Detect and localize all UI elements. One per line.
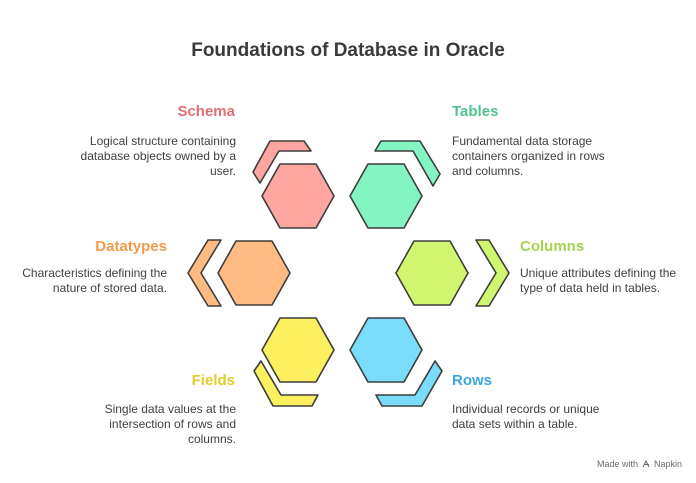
- tables-node: [349, 140, 441, 229]
- rows-hexagon: [349, 317, 423, 383]
- napkin-logo-icon: [642, 459, 650, 468]
- desc-line: type of data held in tables.: [520, 281, 661, 295]
- schema-node: [252, 140, 335, 229]
- fields-description: Single data values at the intersection o…: [76, 402, 236, 447]
- desc-line: Single data values at the: [104, 402, 236, 416]
- desc-line: columns.: [187, 432, 236, 446]
- rows-chevron: [375, 360, 443, 407]
- rows-description: Individual records or unique data sets w…: [452, 402, 632, 432]
- schema-label: Schema: [177, 103, 235, 120]
- page-title: Foundations of Database in Oracle: [191, 40, 505, 61]
- napkin-brand: Napkin: [653, 459, 682, 469]
- desc-line: data sets within a table.: [452, 417, 578, 431]
- tables-description: Fundamental data storage containers orga…: [452, 134, 632, 179]
- desc-line: Logical structure containing: [89, 134, 236, 148]
- tables-chevron: [374, 140, 441, 187]
- schema-chevron: [252, 140, 312, 184]
- columns-hexagon: [395, 240, 469, 306]
- columns-node: [395, 239, 510, 307]
- made-with-footer[interactable]: Made with Napkin: [597, 459, 682, 469]
- rows-node: [349, 317, 443, 407]
- made-with-text: Made with: [596, 459, 638, 469]
- datatypes-hexagon: [217, 240, 291, 306]
- fields-label: Fields: [191, 372, 235, 389]
- desc-line: and columns.: [452, 164, 524, 178]
- columns-label: Columns: [520, 238, 585, 255]
- tables-label: Tables: [452, 103, 499, 120]
- fields-node: [253, 317, 335, 407]
- desc-line: containers organized in rows: [452, 149, 605, 163]
- columns-chevron: [475, 239, 510, 307]
- tables-hexagon: [349, 163, 423, 229]
- desc-line: Individual records or unique: [452, 402, 600, 416]
- schema-description: Logical structure containing database ob…: [76, 134, 236, 179]
- schema-hexagon: [261, 163, 335, 229]
- fields-hexagon: [261, 317, 335, 383]
- desc-line: Fundamental data storage: [452, 134, 593, 148]
- datatypes-description: Characteristics defining the nature of s…: [7, 266, 167, 296]
- datatypes-label: Datatypes: [95, 238, 167, 255]
- desc-line: nature of stored data.: [52, 281, 167, 295]
- datatypes-chevron: [187, 239, 222, 307]
- datatypes-node: [187, 239, 291, 307]
- desc-line: Characteristics defining the: [22, 266, 167, 280]
- rows-label: Rows: [452, 372, 493, 389]
- fields-chevron: [253, 360, 319, 407]
- columns-description: Unique attributes defining the type of d…: [520, 266, 690, 296]
- desc-line: database objects owned by a: [80, 149, 236, 163]
- desc-line: Unique attributes defining the: [520, 266, 677, 280]
- desc-line: intersection of rows and: [109, 417, 236, 431]
- desc-line: user.: [209, 164, 236, 178]
